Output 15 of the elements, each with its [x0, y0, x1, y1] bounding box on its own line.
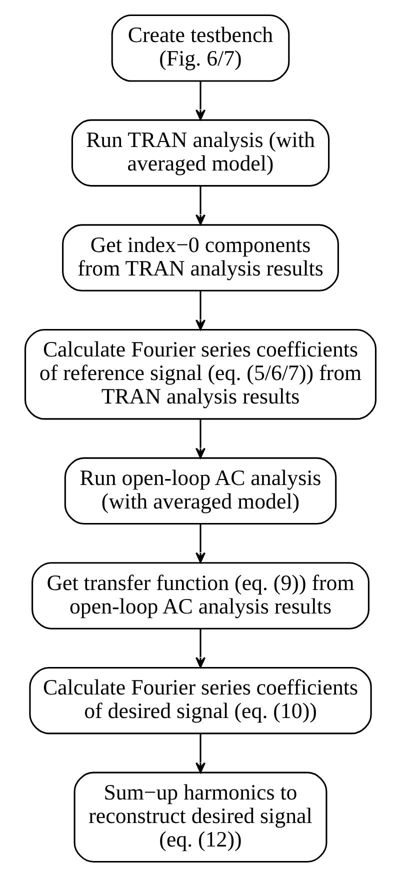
arrow — [196, 628, 206, 668]
arrow — [196, 81, 206, 120]
arrow — [196, 524, 206, 564]
node-box: Get index−0 components from TRAN analysis results — [62, 224, 339, 292]
node-box: Get transfer function (eq. (9)) from open-loop AC analysis results — [32, 562, 370, 630]
node-box: Calculate Fourier series coefficients of desired signal (eq. (10)) — [29, 666, 372, 734]
node-box: Create testbench (Fig. 6/7) — [111, 14, 290, 82]
node-box: Sum−up harmonics to reconstruct desired signal (eq. (12)) — [74, 772, 328, 863]
node-box: Run TRAN analysis (with averaged model) — [71, 119, 330, 187]
node-box: Calculate Fourier series coefficients of reference signal (eq. (5/6/7)) from TRAN analysis results — [24, 328, 377, 420]
arrow — [196, 734, 206, 774]
arrow — [196, 290, 206, 330]
node-box: Run open-loop AC analysis (with averaged model) — [64, 457, 337, 525]
arrow — [196, 186, 206, 226]
arrow — [196, 419, 206, 459]
